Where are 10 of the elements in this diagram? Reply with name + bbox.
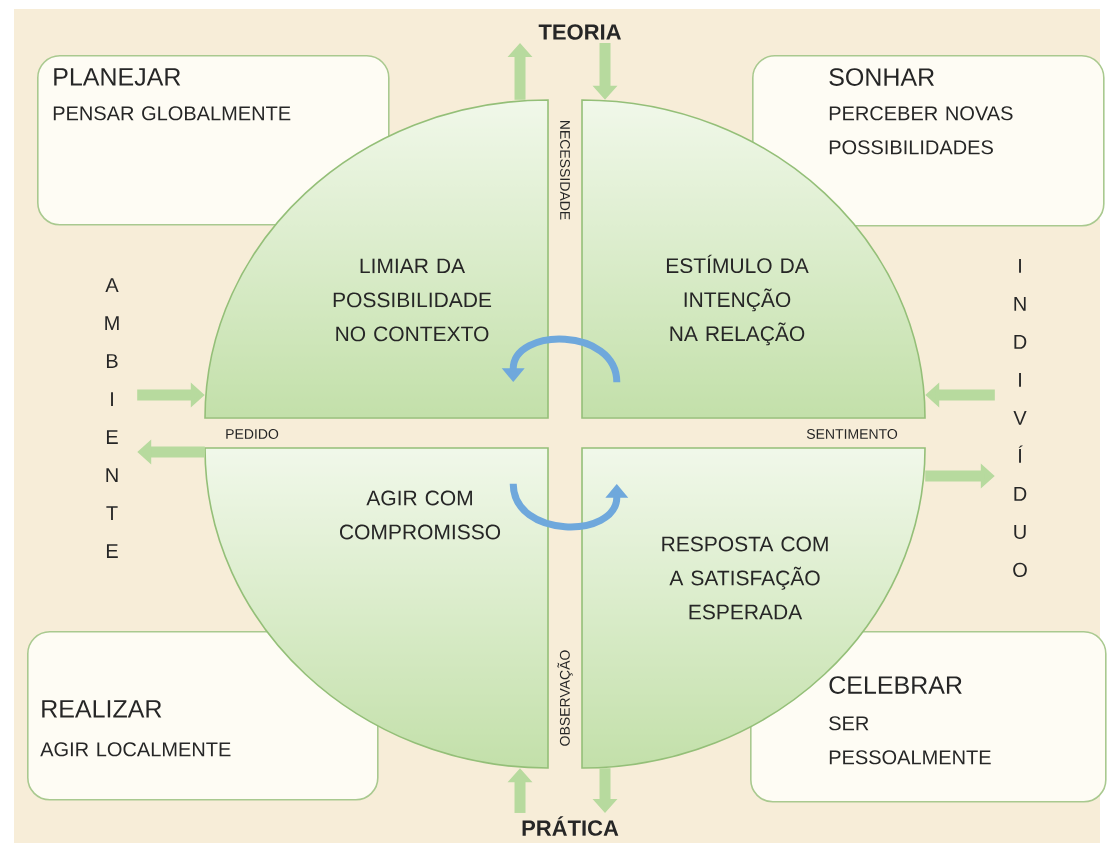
vertical-label: AMBIENTE [105,278,119,558]
gap-label: NECESSIDADE [560,120,570,220]
axis-label: PRÁTICA [522,816,619,836]
axis-label: TEORIA [538,24,621,40]
gap-label: PEDIDO [226,429,279,439]
text-card: PLANEJAR PENSAR GLOBALMENTE [37,55,390,226]
text-card: SONHAR PERCEBER NOVAS POSSIBILIDADES [752,55,1105,227]
vertical-label: INDIVÍDUO [1013,259,1027,577]
gap-label: OBSERVAÇÃO [557,650,573,746]
gap-label: SENTIMENTO [806,429,898,439]
